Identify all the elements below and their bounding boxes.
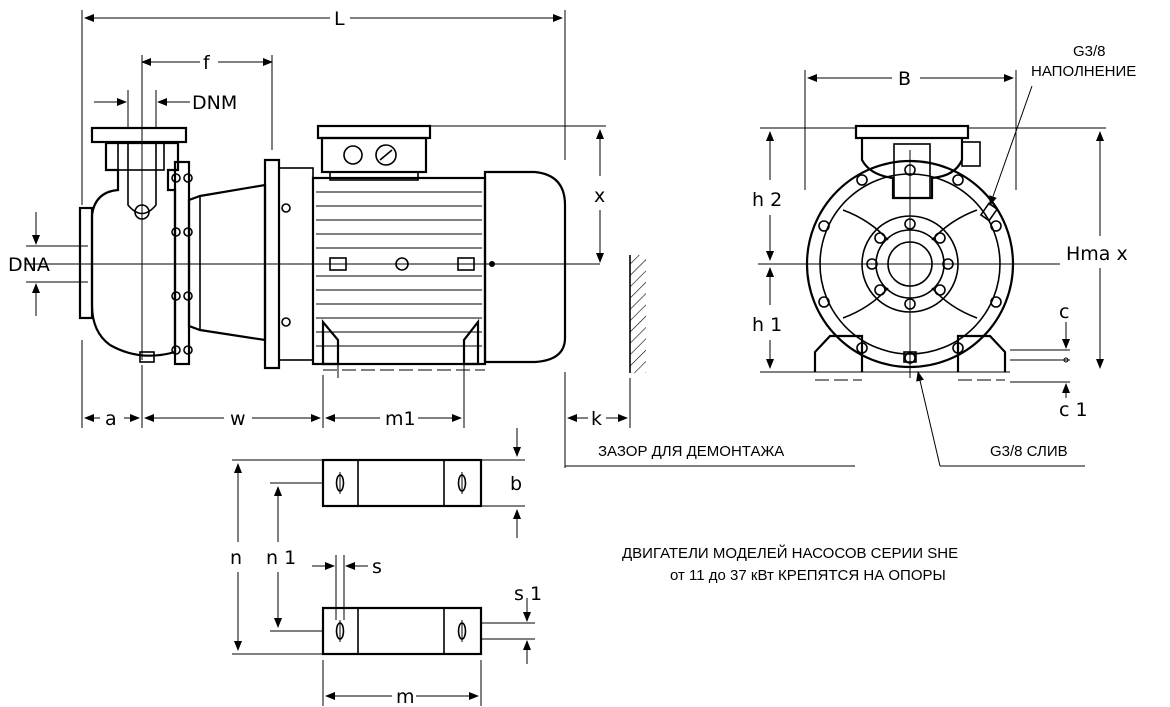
dim-h2: h 2 bbox=[752, 189, 782, 211]
cooling-fins bbox=[316, 191, 482, 347]
dim-c1: c 1 bbox=[1059, 399, 1088, 421]
annotation-labels: G3/8 НАПОЛНЕНИЕ ЗАЗОР ДЛЯ ДЕМОНТАЖА G3/8… bbox=[598, 43, 1136, 584]
fill-port-size: G3/8 bbox=[1073, 43, 1106, 60]
dim-w: w bbox=[230, 408, 246, 430]
fill-port-label: НАПОЛНЕНИЕ bbox=[1031, 63, 1136, 80]
motor-note-line1: ДВИГАТЕЛИ МОДЕЛЕЙ НАСОСОВ СЕРИИ SHE bbox=[622, 544, 958, 562]
dim-k: k bbox=[591, 408, 602, 430]
foot-plan-view bbox=[232, 428, 535, 706]
dim-b: b bbox=[510, 473, 522, 495]
dim-n: n bbox=[230, 547, 242, 569]
dim-n1: n 1 bbox=[266, 547, 296, 569]
removal-clearance-label: ЗАЗОР ДЛЯ ДЕМОНТАЖА bbox=[598, 443, 784, 460]
side-view bbox=[26, 10, 855, 468]
dim-h1: h 1 bbox=[752, 314, 782, 336]
dimension-labels: L f DNM DNA x a w m1 k B h 2 h 1 Hma x c… bbox=[8, 8, 1128, 707]
dim-x: x bbox=[594, 185, 605, 207]
front-view bbox=[758, 70, 1106, 467]
dim-Hmax: Hma x bbox=[1066, 243, 1128, 265]
dim-B: B bbox=[898, 68, 911, 90]
dim-m: m bbox=[396, 686, 415, 707]
motor-note-line2: от 11 до 37 кВт КРЕПЯТСЯ НА ОПОРЫ bbox=[670, 567, 946, 584]
dim-f: f bbox=[203, 52, 211, 74]
dim-m1: m1 bbox=[385, 408, 416, 430]
dim-DNM: DNM bbox=[192, 92, 237, 114]
drain-port-label: G3/8 СЛИВ bbox=[990, 443, 1068, 460]
dim-s: s bbox=[372, 556, 382, 578]
dim-s1: s 1 bbox=[514, 583, 542, 605]
dim-c: c bbox=[1059, 301, 1069, 323]
dim-L: L bbox=[334, 8, 345, 30]
dim-DNA: DNA bbox=[8, 254, 50, 276]
dim-a: a bbox=[105, 408, 117, 430]
